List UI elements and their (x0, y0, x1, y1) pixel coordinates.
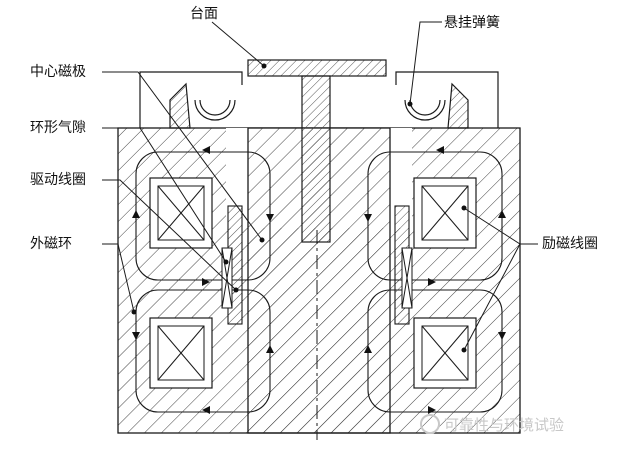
label-excitation-coil: 励磁线圈 (542, 236, 598, 252)
label-center-pole: 中心磁极 (30, 64, 86, 80)
watermark: 可靠性与环境试验 (420, 414, 564, 434)
label-table: 台面 (190, 6, 218, 22)
excitation-coil-symbols (157, 185, 469, 381)
label-drive-coil: 驱动线圈 (30, 172, 86, 188)
watermark-text: 可靠性与环境试验 (444, 416, 564, 434)
label-air-gap: 环形气隙 (30, 120, 86, 136)
flux-arrows (132, 146, 506, 414)
drive-coil (221, 205, 413, 325)
label-spring: 悬挂弹簧 (444, 15, 500, 31)
leader-lines (102, 21, 538, 351)
table-and-armature (247, 59, 387, 243)
label-outer-ring: 外磁环 (30, 236, 72, 252)
leader-dots (131, 63, 467, 353)
watermark-logo-icon (420, 414, 440, 434)
